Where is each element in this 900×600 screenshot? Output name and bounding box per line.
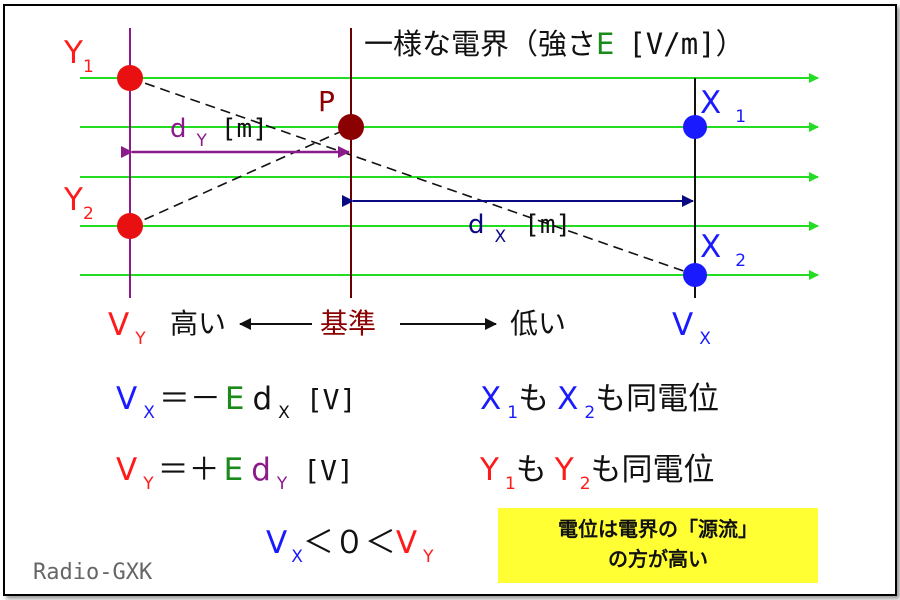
label-y2: Y2 [64, 182, 94, 224]
dashed-line-y1-x2 [129, 77, 696, 276]
diagram-title: 一様な電界（強さE[V/m]） [364, 27, 745, 61]
note-box: 電位は電界の「源流」 の方が高い [498, 508, 818, 583]
point-x1 [683, 115, 707, 139]
watermark: Radio-GXK [33, 560, 153, 585]
label-reference: 基準 [320, 307, 377, 340]
point-p [338, 114, 364, 140]
label-p: P [318, 85, 335, 118]
label-low: 低い [510, 307, 567, 340]
point-y1 [117, 65, 143, 91]
label-y1: Y1 [64, 35, 94, 77]
point-x2 [683, 263, 707, 287]
point-y2 [117, 213, 143, 239]
note-line-1: 電位は電界の「源流」 [558, 517, 758, 541]
label-high: 高い [170, 307, 227, 340]
dashed-line-y2-p [129, 126, 352, 227]
note-line-2: の方が高い [608, 547, 708, 571]
diagram-frame [3, 4, 897, 596]
